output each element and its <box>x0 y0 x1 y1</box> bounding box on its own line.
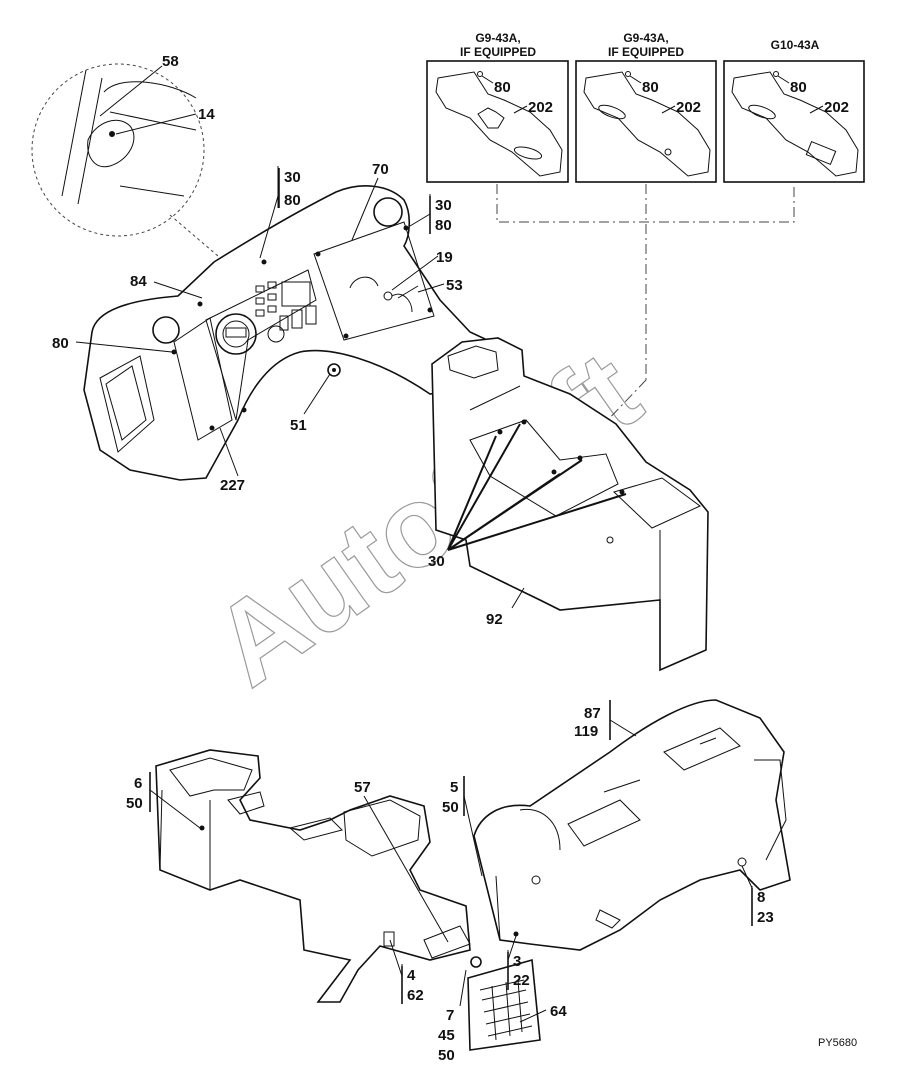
variant-3-bolt-label: 80 <box>790 79 807 96</box>
variant-1-bolt-label: 80 <box>494 79 511 96</box>
instrument-panel <box>83 185 522 481</box>
callout-22: 22 <box>513 972 530 989</box>
callout-30-a: 30 <box>284 169 301 186</box>
lower-console-right <box>473 699 791 951</box>
callout-30-c: 30 <box>428 553 445 570</box>
lower-console-left <box>155 749 482 1003</box>
variant-title-2-line2: IF EQUIPPED <box>608 45 684 59</box>
mounting-plate-3 <box>731 71 859 177</box>
callout-7: 7 <box>446 1007 454 1024</box>
center-console <box>431 337 709 672</box>
callout-14: 14 <box>198 106 215 123</box>
callout-80-a: 80 <box>284 192 301 209</box>
callout-57: 57 <box>354 779 371 796</box>
callout-227: 227 <box>220 477 245 494</box>
callout-4: 4 <box>407 967 416 984</box>
variant-box-2: G9-43A, IF EQUIPPED 80 202 <box>575 31 717 183</box>
callout-84: 84 <box>130 273 147 290</box>
callout-119: 119 <box>574 723 598 740</box>
callouts-lower: 87 119 6 50 57 5 50 8 23 3 22 4 62 7 45 … <box>126 705 774 1064</box>
callout-62: 62 <box>407 987 424 1004</box>
variant-2-bolt-label: 80 <box>642 79 659 96</box>
callout-23: 23 <box>757 909 774 926</box>
variant-1-plate-label: 202 <box>528 99 553 116</box>
variant-3-plate-label: 202 <box>824 99 849 116</box>
variant-title-1-line1: G9-43A, <box>475 31 520 45</box>
callout-30-b: 30 <box>435 197 452 214</box>
callout-53: 53 <box>446 277 463 294</box>
variant-title-2-line1: G9-43A, <box>623 31 668 45</box>
variant-box-1: G9-43A, IF EQUIPPED 80 202 <box>426 31 569 183</box>
variant-2-plate-label: 202 <box>676 99 701 116</box>
callout-group-bars <box>149 168 753 1004</box>
callout-51: 51 <box>290 417 307 434</box>
callout-45: 45 <box>438 1027 455 1044</box>
callout-92: 92 <box>486 611 503 628</box>
access-cover-plate <box>467 958 541 1051</box>
variant-title-3-line1: G10-43A <box>771 38 820 52</box>
figure-code: PY5680 <box>818 1037 857 1049</box>
callout-87: 87 <box>584 705 601 722</box>
callout-64: 64 <box>550 1003 567 1020</box>
callout-58: 58 <box>162 53 179 70</box>
mounting-plate-2 <box>583 71 711 177</box>
callout-70: 70 <box>372 161 389 178</box>
mounting-plate-1 <box>435 71 563 177</box>
callout-80-c: 80 <box>52 335 69 352</box>
callout-3: 3 <box>513 953 521 970</box>
detail-view <box>31 63 233 269</box>
variant-title-1-line2: IF EQUIPPED <box>460 45 536 59</box>
callout-50-b: 50 <box>442 799 459 816</box>
callout-50-a: 50 <box>126 795 143 812</box>
variant-box-3: G10-43A 80 202 <box>723 38 865 183</box>
callout-19: 19 <box>436 249 453 266</box>
callout-50-c: 50 <box>438 1047 455 1064</box>
callouts-upper: 58 14 30 80 70 30 80 19 53 84 80 51 227 … <box>52 53 503 628</box>
callout-80-b: 80 <box>435 217 452 234</box>
callout-6: 6 <box>134 775 142 792</box>
callout-8: 8 <box>757 889 765 906</box>
callout-5: 5 <box>450 779 458 796</box>
